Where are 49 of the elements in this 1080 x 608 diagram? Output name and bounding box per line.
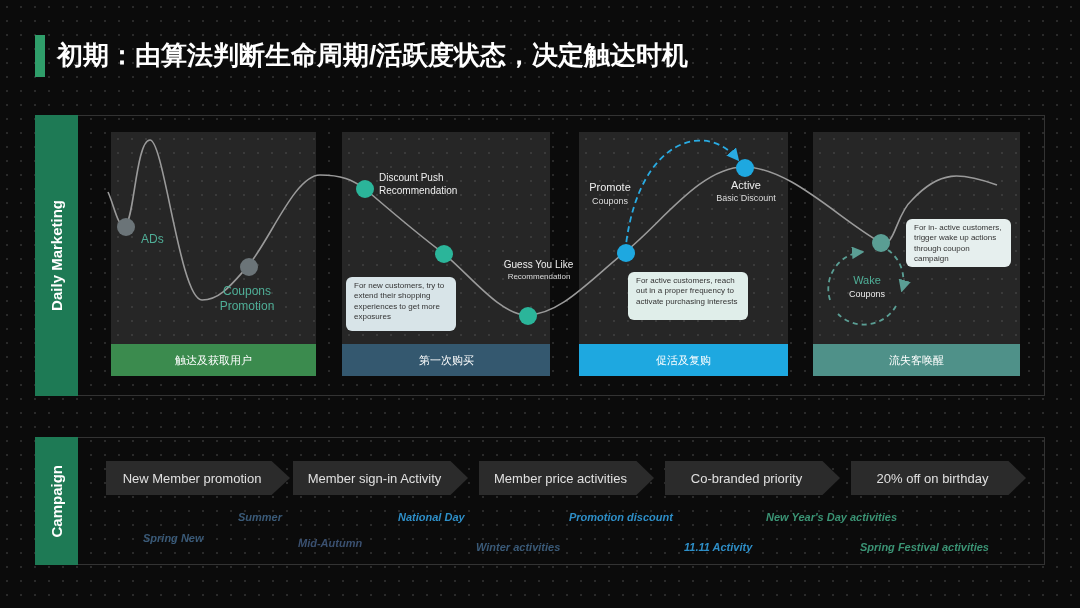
point-label: ADs	[141, 232, 165, 247]
point-label: Guess You Like	[502, 259, 575, 272]
campaign-step-tag: New Member promotion	[106, 461, 290, 495]
section-tab: Campaign	[35, 437, 78, 565]
event-label: Winter activities	[476, 541, 561, 553]
callout-bubble: For active customers, reach out in a proper frequency to activate purchasing interests	[628, 272, 748, 320]
callout-bubble: For in- active customers, trigger wake up actions through coupon campaign	[906, 219, 1011, 267]
stage-panel	[579, 132, 788, 376]
stage-panel	[813, 132, 1020, 376]
campaign-step-tag: Member price activities	[479, 461, 654, 495]
section-frame	[35, 115, 1045, 396]
event-label: Mid-Autumn	[298, 537, 363, 549]
title: 初期：由算法判断生命周期/活跃度状态，决定触达时机	[57, 39, 689, 72]
stage-bar: 流失客唤醒	[813, 344, 1020, 376]
curve-point	[356, 180, 374, 198]
curve-point	[736, 159, 754, 177]
event-label: New Year's Day activities	[766, 511, 898, 523]
section-tab: Daily Marketing	[35, 115, 78, 396]
point-label: Coupons	[591, 196, 629, 208]
dashed-arrow	[625, 139, 740, 243]
stage-panel	[111, 132, 316, 376]
stage-bar: 触达及获取用户	[111, 344, 316, 376]
campaign-step-tag: 20% off on birthday	[851, 461, 1026, 495]
curve-point	[117, 218, 135, 236]
point-label: Active	[730, 179, 762, 193]
section-frame	[35, 437, 1045, 565]
point-label: Promote	[588, 181, 632, 195]
point-label: Basic Discount	[715, 193, 777, 205]
stage-bar: 第一次购买	[342, 344, 550, 376]
curve-point	[872, 234, 890, 252]
point-label: Wake	[852, 274, 882, 288]
event-label: National Day	[398, 511, 465, 523]
campaign-step-tag: Co-branded priority	[665, 461, 840, 495]
point-label: Recommendation	[506, 272, 572, 282]
event-label: Summer	[238, 511, 283, 523]
point-label: Discount Push Recommendation	[379, 172, 459, 197]
point-label: Coupons Promotion	[218, 284, 276, 314]
campaign-step-tag: Member sign-in Activity	[293, 461, 468, 495]
event-label: Spring Festival activities	[860, 541, 989, 553]
event-label: 11.11 Activity	[684, 541, 753, 553]
event-label: Spring New	[143, 532, 204, 544]
curve-point	[519, 307, 537, 325]
curve-point	[240, 258, 258, 276]
event-label: Promotion discount	[569, 511, 673, 523]
curve-point	[617, 244, 635, 262]
point-label: Coupons	[848, 289, 886, 301]
stage-bar: 促活及复购	[579, 344, 788, 376]
callout-bubble: For new customers, try to extend their shopping experiences to get more exposures	[346, 277, 456, 331]
curve-point	[435, 245, 453, 263]
